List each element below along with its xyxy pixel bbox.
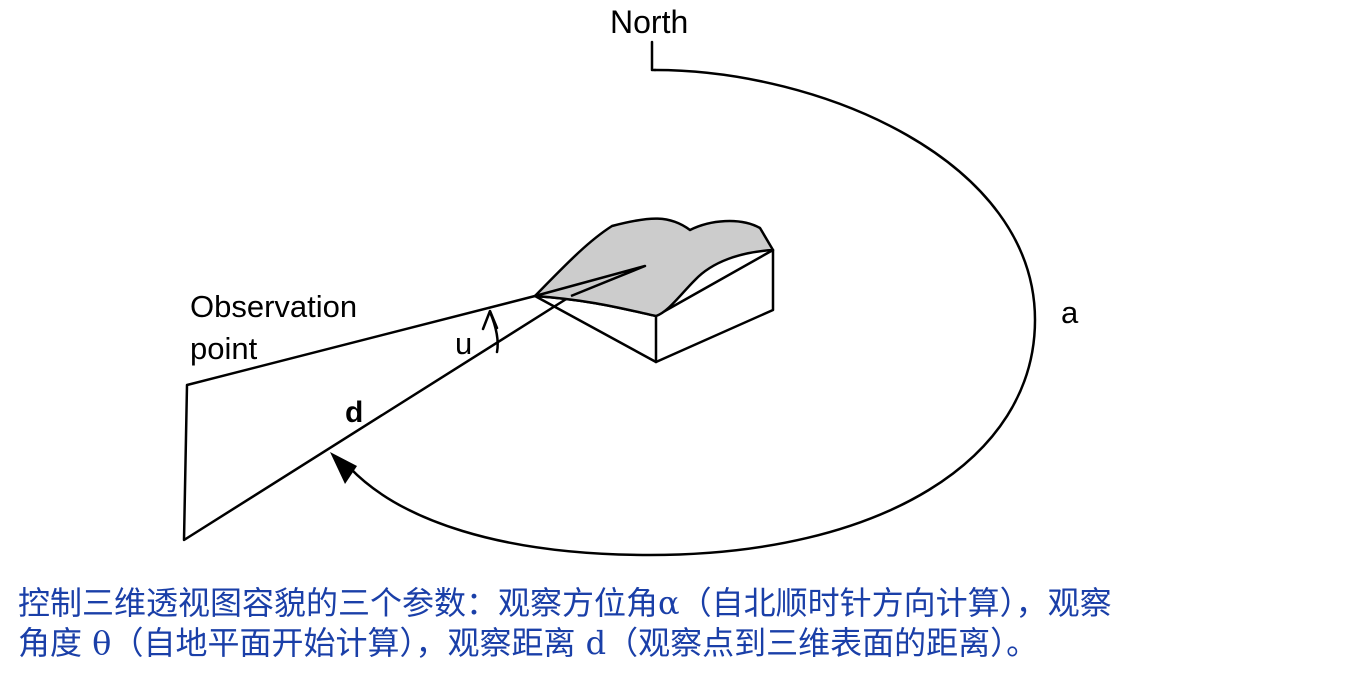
azimuth-arrowhead <box>330 452 357 484</box>
azimuth-arc <box>348 68 1037 557</box>
azimuth-label: a <box>1061 295 1079 330</box>
elevation-arrow <box>481 309 499 331</box>
observation-plane <box>182 294 573 542</box>
caption-line-2: 角度 θ（自地平面开始计算），观察距离 d（观察点到三维表面的距离）。 <box>18 624 1039 662</box>
north-label: North <box>610 4 689 40</box>
figure-caption: 控制三维透视图容貌的三个参数：观察方位角α（自北顺时针方向计算），观察 角度 θ… <box>18 583 1333 663</box>
block-right-face <box>654 248 775 364</box>
observation-point-label: Observation point <box>190 286 357 370</box>
perspective-parameters-diagram <box>182 40 1037 557</box>
elevation-angle-label: u <box>455 326 473 361</box>
terrain-surface <box>533 217 775 318</box>
distance-label: d <box>345 396 364 429</box>
observation-point-label-line2: point <box>190 331 258 366</box>
viewing-ray-overlay <box>534 264 647 298</box>
caption-line-1: 控制三维透视图容貌的三个参数：观察方位角α（自北顺时针方向计算），观察 <box>18 584 1112 622</box>
observation-point-label-line1: Observation <box>190 289 358 324</box>
north-reference-line <box>650 40 657 72</box>
